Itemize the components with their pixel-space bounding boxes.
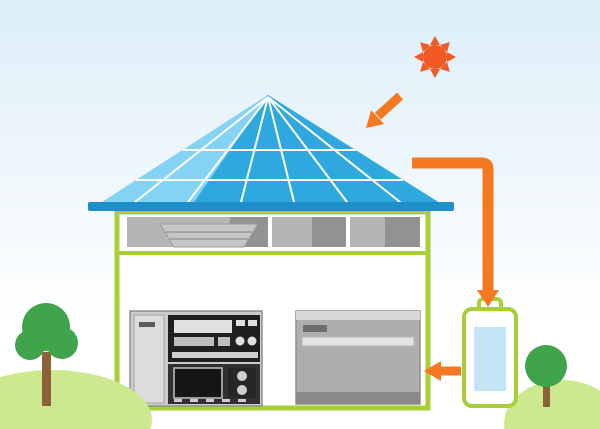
panel-button: [248, 320, 257, 326]
microwave-knob: [237, 371, 247, 381]
display-screen: [174, 320, 232, 333]
bush: [525, 345, 567, 407]
panel-button: [222, 399, 230, 402]
dishwasher-handle: [301, 336, 415, 347]
battery-cell: [474, 327, 506, 391]
sun-ray: [430, 36, 440, 45]
arrow-roof-to-battery: [412, 157, 499, 307]
range-hood: [159, 223, 259, 248]
counter-top: [296, 311, 420, 320]
panel-button: [190, 399, 198, 402]
window-shade: [312, 217, 346, 247]
battery-unit: [462, 297, 518, 408]
solar-roof: [88, 95, 454, 211]
panel-knob: [247, 336, 257, 346]
sun-ray: [439, 61, 450, 72]
sun-ray: [439, 42, 450, 53]
arrow-shaft: [374, 92, 404, 120]
arrow-battery-to-appliances: [424, 361, 461, 381]
arrow-head: [366, 110, 385, 128]
panel-knob: [235, 336, 245, 346]
panel-trim: [172, 352, 258, 358]
arrow-head: [424, 361, 441, 381]
panel-button: [206, 399, 214, 402]
sun-ray: [420, 42, 431, 53]
sun-core: [423, 45, 447, 69]
tree: [15, 303, 78, 406]
hill-right: [504, 380, 600, 429]
panel-button: [218, 337, 230, 346]
tree-trunk: [42, 352, 51, 406]
arrow-head: [477, 290, 499, 307]
panel-button: [236, 320, 245, 326]
bush-trunk: [543, 383, 550, 407]
cabinet-door: [133, 314, 165, 404]
hill-left: [0, 370, 152, 429]
sun-ray: [414, 52, 423, 62]
display-screen: [174, 337, 214, 346]
arrow-shaft: [412, 157, 494, 292]
house-body: [114, 209, 431, 411]
kitchen-range: [129, 310, 263, 407]
dishwasher: [295, 310, 421, 405]
tree-foliage: [15, 303, 78, 360]
sun-icon: [414, 36, 456, 78]
dishwasher-body: [295, 310, 421, 405]
panel-button: [238, 399, 246, 402]
dishwasher-control: [303, 325, 327, 332]
roof-trim: [88, 202, 454, 211]
bush-foliage: [525, 345, 567, 387]
microwave-window: [173, 367, 223, 399]
arrow-sun-to-roof: [366, 92, 404, 128]
sun-ray: [420, 61, 431, 72]
window-shade: [385, 217, 420, 247]
solar-panel-grid: [129, 96, 406, 207]
sun-ray: [447, 52, 456, 62]
kick-plate: [296, 392, 420, 404]
microwave-knob: [237, 385, 247, 395]
door-handle: [139, 322, 155, 327]
sun-ray: [430, 69, 440, 78]
panel-button: [174, 399, 182, 402]
